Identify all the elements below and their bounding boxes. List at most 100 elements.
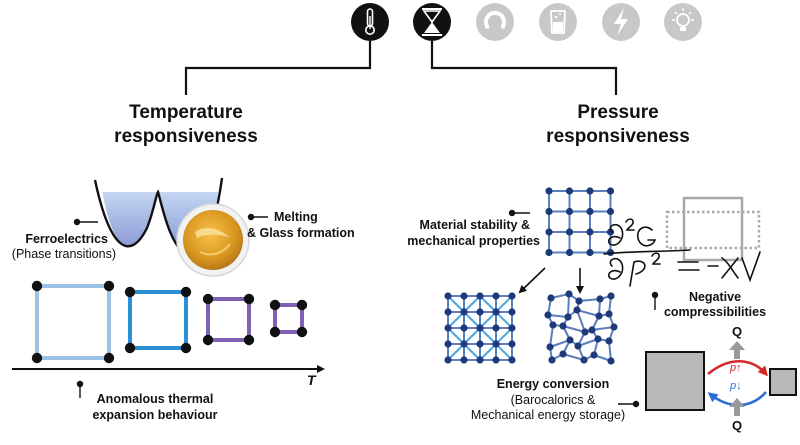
lattice-node [606,207,615,216]
magnet-icon[interactable] [476,3,514,41]
lattice-bond [576,309,600,317]
lattice-node [444,324,452,332]
lattice-node [508,356,516,364]
temperature-connector [184,41,372,95]
lattice-node [492,340,500,348]
lattice-diagonal-bond [495,327,513,345]
lattice-node [580,356,588,364]
lattice-diagonal-bond [463,327,481,345]
lattice-node [492,292,500,300]
lattice-node [586,207,594,216]
lightbulb-icon[interactable] [664,3,702,41]
lattice-node [586,228,594,236]
lattice-diagonal-bond [463,343,481,361]
lattice-node [548,356,556,364]
lattice-node [492,324,500,332]
disordered-lattice [544,290,618,365]
lattice-node [559,322,567,330]
stability-label-line2: mechanical properties [407,234,540,248]
lattice-node [565,187,574,195]
pressure-connector [430,41,618,95]
lattice-node [547,294,555,302]
lattice-node [460,324,468,332]
lattice-node [606,187,615,195]
expansion-square-3 [202,293,255,346]
small-volume-box [769,368,797,396]
lattice-node [476,292,484,300]
lattice-node [508,324,516,332]
heat-label-top: Q [732,324,743,339]
large-volume-box [645,351,705,411]
lattice-node [444,292,452,300]
temperature-heading-line1: Temperature [129,102,243,123]
glass-formation-label: & Glass formation [247,226,355,240]
lattice-diagonal-bond [479,343,497,361]
regular-lattice [545,187,615,257]
lattice-node [545,187,553,195]
lattice-node [546,343,554,351]
compressibility-equation [603,218,761,287]
lightning-icon[interactable] [602,3,640,41]
lattice-node [590,351,598,359]
lattice-diagonal-bond [463,311,481,329]
lattice-node [595,312,603,320]
anomalous-label-line2: expansion behaviour [92,408,218,422]
lattice-node [573,306,581,314]
lattice-node [444,340,452,348]
lattice-node [476,308,484,316]
lattice-node [508,308,516,316]
lattice-node [508,292,516,300]
lattice-node [476,324,484,332]
lattice-node [594,335,602,343]
lattice-node [588,326,596,334]
lattice-bond [576,309,586,333]
energy-conversion-leader [618,400,640,408]
expansion-square-1 [31,280,115,364]
negative-label-line1: Negative [688,290,742,304]
heat-label-bottom: Q [732,418,743,433]
lattice-node [581,328,589,336]
lattice-bond [591,326,615,331]
negative-compressibility-leader [651,291,659,310]
lattice-node [607,292,615,300]
energy-label-line1: Energy conversion [496,377,610,391]
lattice-diagonal-bond [479,327,497,345]
lattice-node [444,308,452,316]
energy-label-line2: (Barocalorics & [510,393,596,407]
lattice-node [545,248,553,257]
lattice-node [476,340,484,348]
negative-label-line2: compressibilities [663,305,767,319]
stability-label-line1: Material stability & [419,218,530,232]
energy-label-line3: Mechanical energy storage) [470,408,626,422]
lattice-node [476,356,484,364]
expansion-square-4 [269,299,308,338]
anomalous-leader [76,380,84,398]
thermometer-icon[interactable] [351,3,389,41]
lattice-node [596,295,604,303]
lattice-diagonal-bond [447,327,465,345]
lattice-node [610,323,618,331]
heat-release-arrow [729,341,745,359]
lattice-diagonal-bond [463,295,481,313]
lattice-node [460,292,468,300]
temperature-heading-line2: responsiveness [114,126,258,147]
sheared-lattice [444,292,516,364]
pressure-icon[interactable] [413,3,451,41]
lattice-diagonal-bond [447,295,465,313]
lattice-bond [549,324,554,348]
negative-compressibility-boxes [665,196,761,262]
lattice-node [444,356,452,364]
beaker-icon[interactable] [539,3,577,41]
lattice-node [605,310,613,318]
pressure-up-label: p↑ [730,362,742,374]
lattice-node [607,357,615,365]
lattice-node [549,321,557,329]
lattice-node [566,336,574,344]
lattice-node [606,228,615,236]
lattice-node [492,308,500,316]
lattice-node [460,356,468,364]
lattice-bond [562,353,585,361]
lattice-bond [567,293,570,318]
